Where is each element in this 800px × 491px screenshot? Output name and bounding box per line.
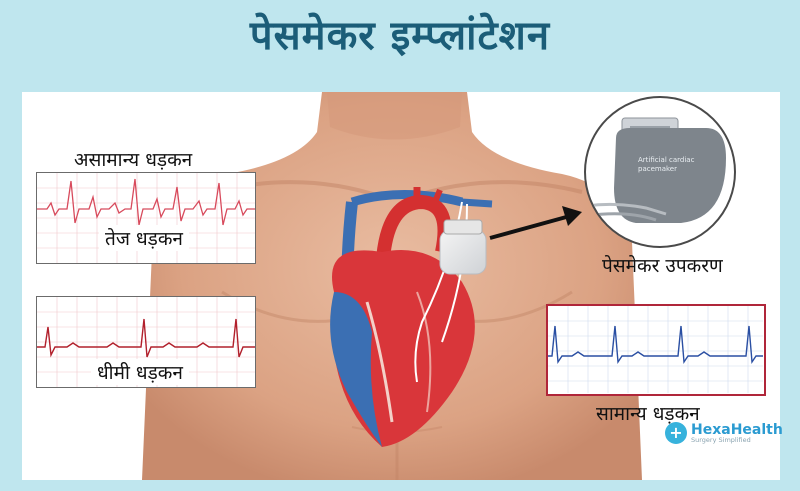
- abnormal-heartbeat-label: असामान्य धड़कन: [74, 149, 193, 171]
- device-text-line1: Artificial cardiac: [638, 156, 695, 164]
- pacemaker-closeup: Artificial cardiac pacemaker: [584, 96, 736, 248]
- hexahealth-logo: + HexaHealth Surgery Simplified: [665, 422, 783, 444]
- page-title: पेसमेकर इम्प्लांटेशन: [249, 13, 551, 59]
- slow-ecg-trace: [37, 318, 255, 358]
- illustration-panel: असामान्य धड़कन तेज धड़कन धीमी धड़कन: [22, 92, 780, 480]
- slow-ecg-box: धीमी धड़कन: [36, 296, 256, 388]
- plus-icon: +: [665, 422, 687, 444]
- logo-tagline: Surgery Simplified: [691, 435, 751, 444]
- fast-ecg-trace: [37, 178, 255, 226]
- slow-heartbeat-label: धीमी धड़कन: [91, 359, 189, 385]
- normal-ecg-trace: [548, 325, 763, 365]
- fast-heartbeat-label: तेज धड़कन: [99, 225, 189, 251]
- pacemaker-device-label: पेसमेकर उपकरण: [602, 255, 723, 277]
- normal-heartbeat-label: सामान्य धड़कन: [596, 403, 700, 425]
- fast-ecg-box: तेज धड़कन: [36, 172, 256, 264]
- normal-ecg-box: [546, 304, 766, 396]
- device-text-line2: pacemaker: [638, 165, 677, 173]
- logo-name: HexaHealth: [691, 421, 783, 438]
- torso-illustration: [142, 92, 642, 480]
